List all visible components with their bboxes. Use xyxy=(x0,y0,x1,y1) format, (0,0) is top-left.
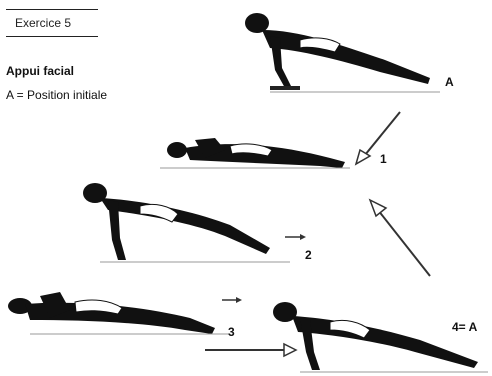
label-position-3: 3 xyxy=(228,325,235,339)
figure-position-4 xyxy=(273,302,488,372)
figure-position-a xyxy=(245,13,440,92)
label-position-1: 1 xyxy=(380,152,387,166)
figure-position-2 xyxy=(83,183,306,262)
label-position-a: A xyxy=(445,75,454,89)
arrow-1-to-2 xyxy=(370,200,430,276)
figure-position-1 xyxy=(160,138,350,168)
arrow-3-to-4 xyxy=(205,344,296,356)
arrow-a-to-1 xyxy=(356,112,400,164)
label-position-2: 2 xyxy=(305,248,312,262)
label-position-4: 4= A xyxy=(452,320,477,334)
figure-position-3 xyxy=(8,292,242,334)
